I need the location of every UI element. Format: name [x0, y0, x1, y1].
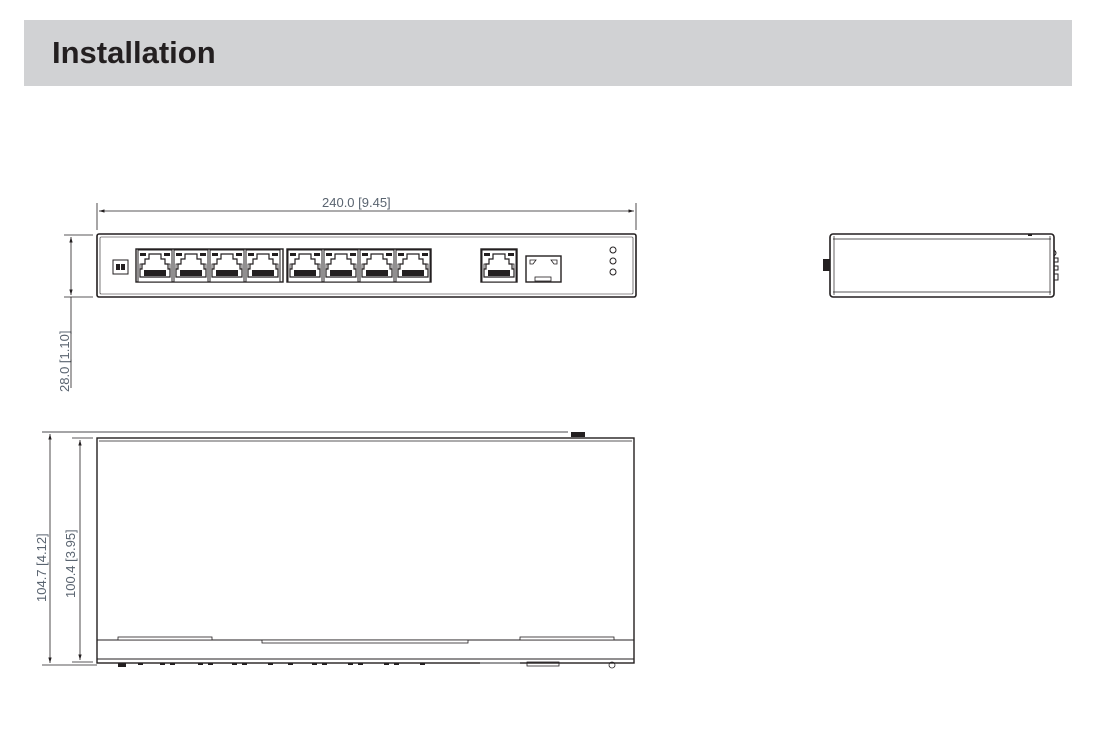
side-view [823, 233, 1059, 298]
front-view [64, 203, 637, 388]
width-dimension-label: 240.0 [9.45] [322, 195, 391, 210]
top-view [42, 431, 635, 669]
section-header: Installation [24, 20, 1072, 86]
section-title: Installation [52, 35, 216, 70]
